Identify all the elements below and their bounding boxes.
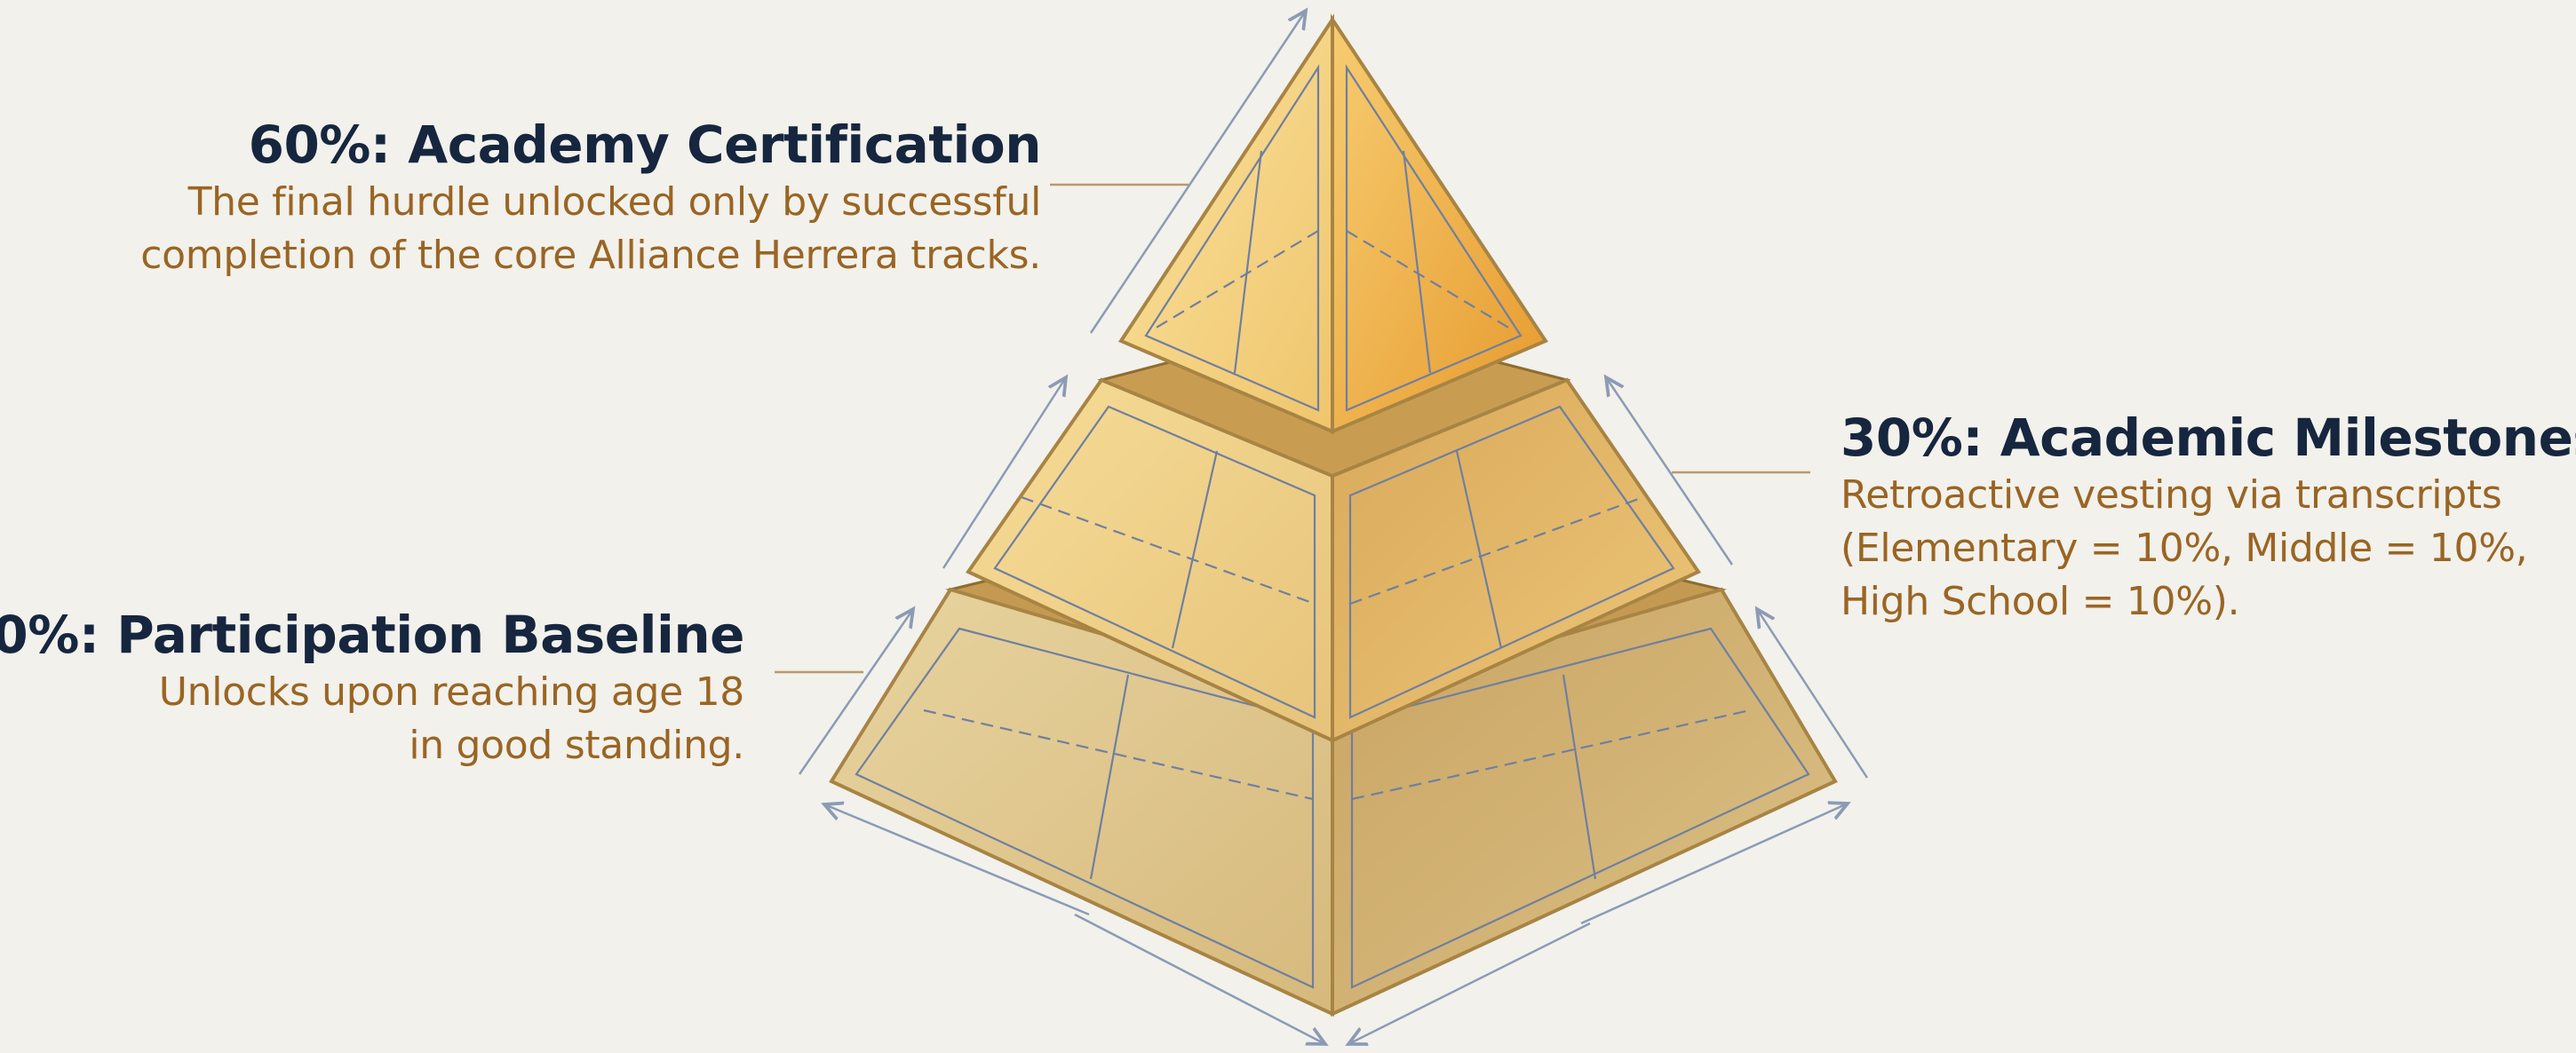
tier-middle-label: 30%: Academic Milestones Retroactive ves… bbox=[1841, 407, 2576, 629]
arrow-base-right-b bbox=[1348, 922, 1591, 1044]
tier-middle-description-line-3: High School = 10%). bbox=[1841, 579, 2240, 624]
tier-top-right-face bbox=[1331, 13, 1548, 435]
tier-top-description-line-1: The final hurdle unlocked only by succes… bbox=[187, 179, 1042, 225]
arrow-base-left-b bbox=[1074, 913, 1325, 1044]
arrow-bottom-left bbox=[798, 609, 913, 775]
tier-top-description-line-2: completion of the core Alliance Herrera … bbox=[140, 233, 1041, 278]
tier-bottom-description-line-2: in good standing. bbox=[409, 723, 744, 768]
tier-middle-right-face bbox=[1331, 377, 1701, 744]
tier-middle-description-line-2: (Elementary = 10%, Middle = 10%, bbox=[1841, 526, 2528, 571]
dimension-arrows bbox=[798, 11, 1869, 1044]
arrow-mid-left bbox=[942, 377, 1066, 569]
arrow-mid-right bbox=[1606, 377, 1734, 566]
arrow-bottom-right bbox=[1757, 609, 1869, 779]
leader-lines bbox=[775, 183, 1810, 674]
tier-bottom-description-line-1: Unlocks upon reaching age 18 bbox=[158, 669, 745, 715]
arrow-base-left-a bbox=[824, 804, 1090, 916]
tier-top-title: 60%: Academy Certification bbox=[248, 115, 1042, 175]
tier-bottom-title: 10%: Participation Baseline bbox=[0, 605, 745, 665]
tier-top bbox=[1118, 13, 1548, 435]
arrow-top-left bbox=[1089, 11, 1306, 334]
tier-bottom-label: 10%: Participation Baseline Unlocks upon… bbox=[0, 604, 745, 772]
arrow-base-right-a bbox=[1580, 804, 1848, 925]
tier-top-label: 60%: Academy Certification The final hur… bbox=[140, 114, 1041, 282]
tier-middle-title: 30%: Academic Milestones bbox=[1841, 408, 2576, 468]
tier-middle-description-line-1: Retroactive vesting via transcripts bbox=[1841, 472, 2502, 518]
